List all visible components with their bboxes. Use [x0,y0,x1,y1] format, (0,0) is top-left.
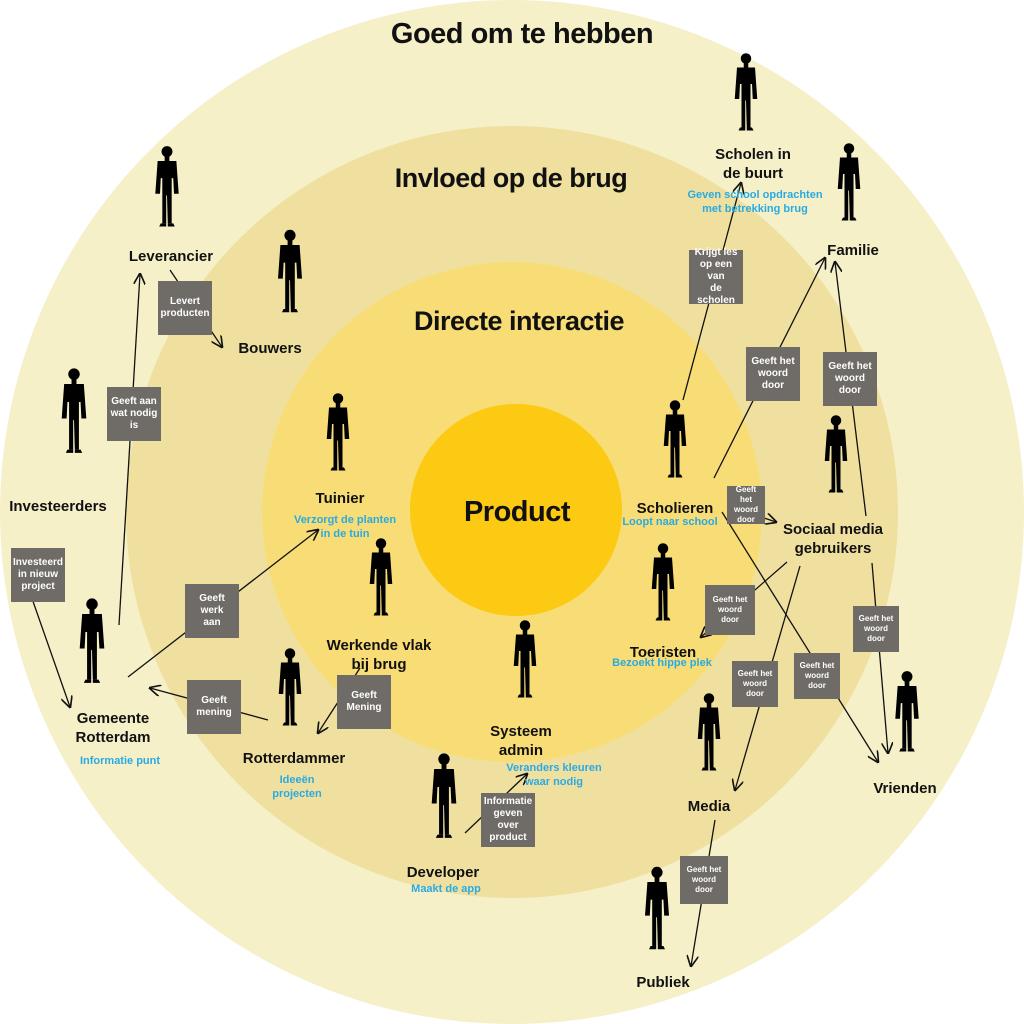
ring-title-inner: Directe interactie [413,306,625,336]
ring-core [410,404,622,616]
relation-box-levert: Levert producten [158,281,212,335]
relation-box-krijgt-les: Krijgt les op een van de scholen [689,247,743,306]
actor-developer-label: Developer [406,864,480,881]
actor-systeem-label: Systeem admin [490,723,552,759]
relation-arrow [721,511,878,762]
actor-tuinier-label: Tuinier [315,490,365,507]
ring-title-outer: Goed om te hebben [390,18,654,50]
actor-leverancier-label: Leverancier [128,248,214,265]
relation-box-woord-1: Geeft het woord door [746,347,800,401]
actor-gemeente-label: Gemeente Rotterdam [75,710,151,746]
relation-box-geeft-mening-2: Geeft Mening [337,675,391,729]
relation-box-informatie: Informatie geven over product [481,793,535,847]
actor-scholen-label: Scholen in de buurt [715,146,791,182]
relation-box-woord-2: Geeft het woord door [823,352,877,406]
ring-title-mid: Invloed op de brug [394,163,628,193]
relation-box-woord-3: Geeft het woord door [727,485,765,524]
relation-box-geeft-aan: Geeft aan wat nodig is [107,387,161,441]
actor-rotterdammer-label: Rotterdammer [242,750,346,767]
actor-rotterdammer-note: Ideeën projecten [272,774,322,800]
relation-box-investeerd: Investeerd in nieuw project [11,548,65,602]
actor-media-label: Media [687,798,731,815]
actor-investeerders-label: Investeerders [9,498,107,515]
actor-scholieren-note: Loopt naar school [622,516,718,528]
relation-box-woord-7: Geeft het woord door [794,653,840,699]
actor-familie-label: Familie [827,242,879,259]
relation-box-geeft-mening-1: Geeft mening [187,680,241,734]
actor-scholieren-label: Scholieren [636,500,714,517]
relation-arrow [871,562,888,753]
relation-box-woord-8: Geeft het woord door [680,856,728,904]
actor-scholen-note: Geven school opdrachten met betrekking b… [687,189,823,215]
relation-box-woord-6: Geeft het woord door [732,661,778,707]
relation-box-woord-5: Geeft het woord door [853,606,899,652]
actor-sociaal-label: Sociaal media gebruikers [782,521,884,557]
relation-arrow [118,274,140,626]
actor-toeristen-note: Bezoekt hippe plek [612,657,712,669]
actor-tuinier-note: Verzorgt de planten in de tuin [293,514,397,540]
actor-systeem-note: Veranders kleuren waar nodig [506,762,602,788]
actor-toeristen-label: Toeristen [629,644,697,661]
relation-box-woord-4: Geeft het woord door [705,585,755,635]
actor-publiek-label: Publiek [636,974,690,991]
actor-gemeente-note: Informatie punt [79,755,161,767]
actor-werkende-label: Werkende vlak bij brug [326,637,432,673]
ring-title-core: Product [463,496,571,528]
actor-bouwers-label: Bouwers [238,340,302,357]
actor-developer-note: Maakt de app [411,883,481,895]
relation-box-geeft-werk: Geeft werk aan [185,584,239,638]
actor-vrienden-label: Vrienden [873,780,937,797]
